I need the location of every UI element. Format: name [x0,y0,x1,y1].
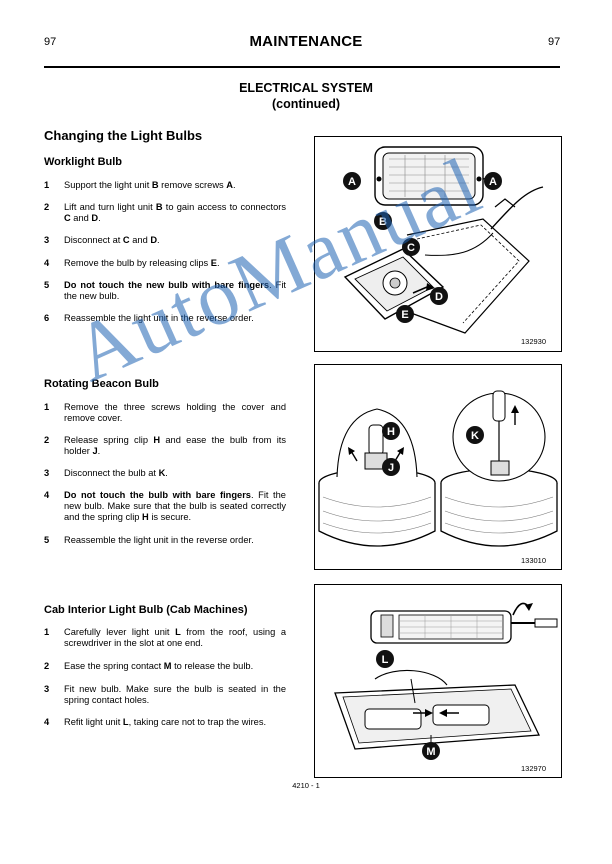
worklight-step-5: 5 Do not touch the new bulb with bare fi… [44,280,286,302]
svg-text:B: B [379,216,387,228]
page-number-left: 97 [44,36,57,48]
svg-text:A: A [489,176,497,188]
step-text: Reassemble the light unit in the reverse… [64,535,254,545]
beacon-step-2: 2 Release spring clip H and ease the bul… [44,435,286,457]
beacon-step-5: 5 Reassemble the light unit in the rever… [44,535,286,546]
step-text: Refit light unit L, taking care not to t… [64,717,267,727]
step-number: 6 [44,313,50,323]
label-j: J [382,458,400,476]
figure-code: 132930 [521,337,546,346]
step-text: Do not touch the bulb with bare fingers.… [64,490,286,522]
step-text: Release spring clip H and ease the bulb … [64,435,286,456]
figure-code: 132970 [521,764,546,773]
beacon-step-4: 4 Do not touch the bulb with bare finger… [44,490,286,523]
svg-text:D: D [435,291,443,303]
step-text: Remove the three screws holding the cove… [64,402,286,423]
step-text: Support the light unit B remove screws A… [64,180,236,190]
cab-figure: L M 132970 [314,584,562,778]
section-title-line1: ELECTRICAL SYSTEM [239,81,373,95]
worklight-step-2: 2 Lift and turn light unit B to gain acc… [44,202,286,224]
label-a-left: A [343,172,361,190]
label-k: K [466,426,484,444]
svg-text:J: J [388,462,394,474]
footer-code: 4210 - 1 [292,781,320,790]
step-text: Fit new bulb. Make sure the bulb is seat… [64,684,286,705]
step-text: Carefully lever light unit L from the ro… [64,627,286,648]
label-e: E [396,305,414,323]
step-number: 3 [44,235,50,245]
label-b: B [374,212,392,230]
label-l: L [376,650,394,668]
worklight-figure: A A B C D E 132930 [314,136,562,352]
beacon-step-1: 1 Remove the three screws holding the co… [44,402,286,424]
step-text: Remove the bulb by releasing clips E. [64,258,220,268]
label-c: C [402,238,420,256]
step-number: 2 [44,661,50,671]
section-title-line2: (continued) [271,97,341,111]
main-heading: Changing the Light Bulbs [44,128,203,143]
beacon-step-3: 3 Disconnect the bulb at K. [44,468,286,479]
worklight-step-3: 3 Disconnect at C and D. [44,235,286,246]
worklight-step-1: 1 Support the light unit B remove screws… [44,180,286,191]
worklight-illustration: A A B C D E 132930 [343,146,546,346]
cab-step-2: 2 Ease the spring contact M to release t… [44,661,286,672]
step-number: 1 [44,402,50,412]
beacon-illustration: H J K 133010 [318,390,558,565]
step-text: Lift and turn light unit B to gain acces… [64,202,286,223]
svg-text:L: L [382,654,389,666]
worklight-step-4: 4 Remove the bulb by releasing clips E. [44,258,286,269]
label-d: D [430,287,448,305]
svg-text:K: K [471,430,479,442]
cab-illustration: L M 132970 [334,602,558,773]
step-text: Disconnect at C and D. [64,235,160,245]
svg-text:E: E [401,309,408,321]
step-number: 3 [44,468,50,478]
step-number: 2 [44,435,50,445]
label-m: M [422,742,440,760]
step-number: 5 [44,535,50,545]
svg-text:A: A [348,176,356,188]
svg-text:C: C [407,242,415,254]
figure-code: 133010 [521,556,546,565]
step-text: Do not touch the new bulb with bare fing… [64,280,286,301]
worklight-heading: Worklight Bulb [44,156,123,168]
step-text: Ease the spring contact M to release the… [64,661,254,671]
step-number: 3 [44,684,50,694]
step-text: Disconnect the bulb at K. [64,468,168,478]
section-title: ELECTRICAL SYSTEM (continued) [0,80,612,112]
step-number: 4 [44,490,50,500]
svg-text:M: M [426,746,435,758]
page-title: MAINTENANCE [249,33,363,50]
step-number: 1 [44,627,50,637]
step-number: 5 [44,280,50,290]
cab-step-3: 3 Fit new bulb. Make sure the bulb is se… [44,684,286,706]
beacon-heading: Rotating Beacon Bulb [44,378,159,390]
worklight-step-6: 6 Reassemble the light unit in the rever… [44,313,286,324]
cab-heading: Cab Interior Light Bulb (Cab Machines) [44,604,248,616]
step-number: 1 [44,180,50,190]
cab-step-1: 1 Carefully lever light unit L from the … [44,627,286,649]
label-h: H [382,422,400,440]
svg-text:H: H [387,426,395,438]
cab-step-4: 4 Refit light unit L, taking care not to… [44,717,286,728]
step-number: 4 [44,717,50,727]
beacon-figure: H J K 133010 [314,364,562,570]
step-number: 4 [44,258,50,268]
label-a-right: A [484,172,502,190]
page-number-right: 97 [548,36,561,48]
step-text: Reassemble the light unit in the reverse… [64,313,254,323]
header-rule [44,66,560,68]
step-number: 2 [44,202,50,212]
